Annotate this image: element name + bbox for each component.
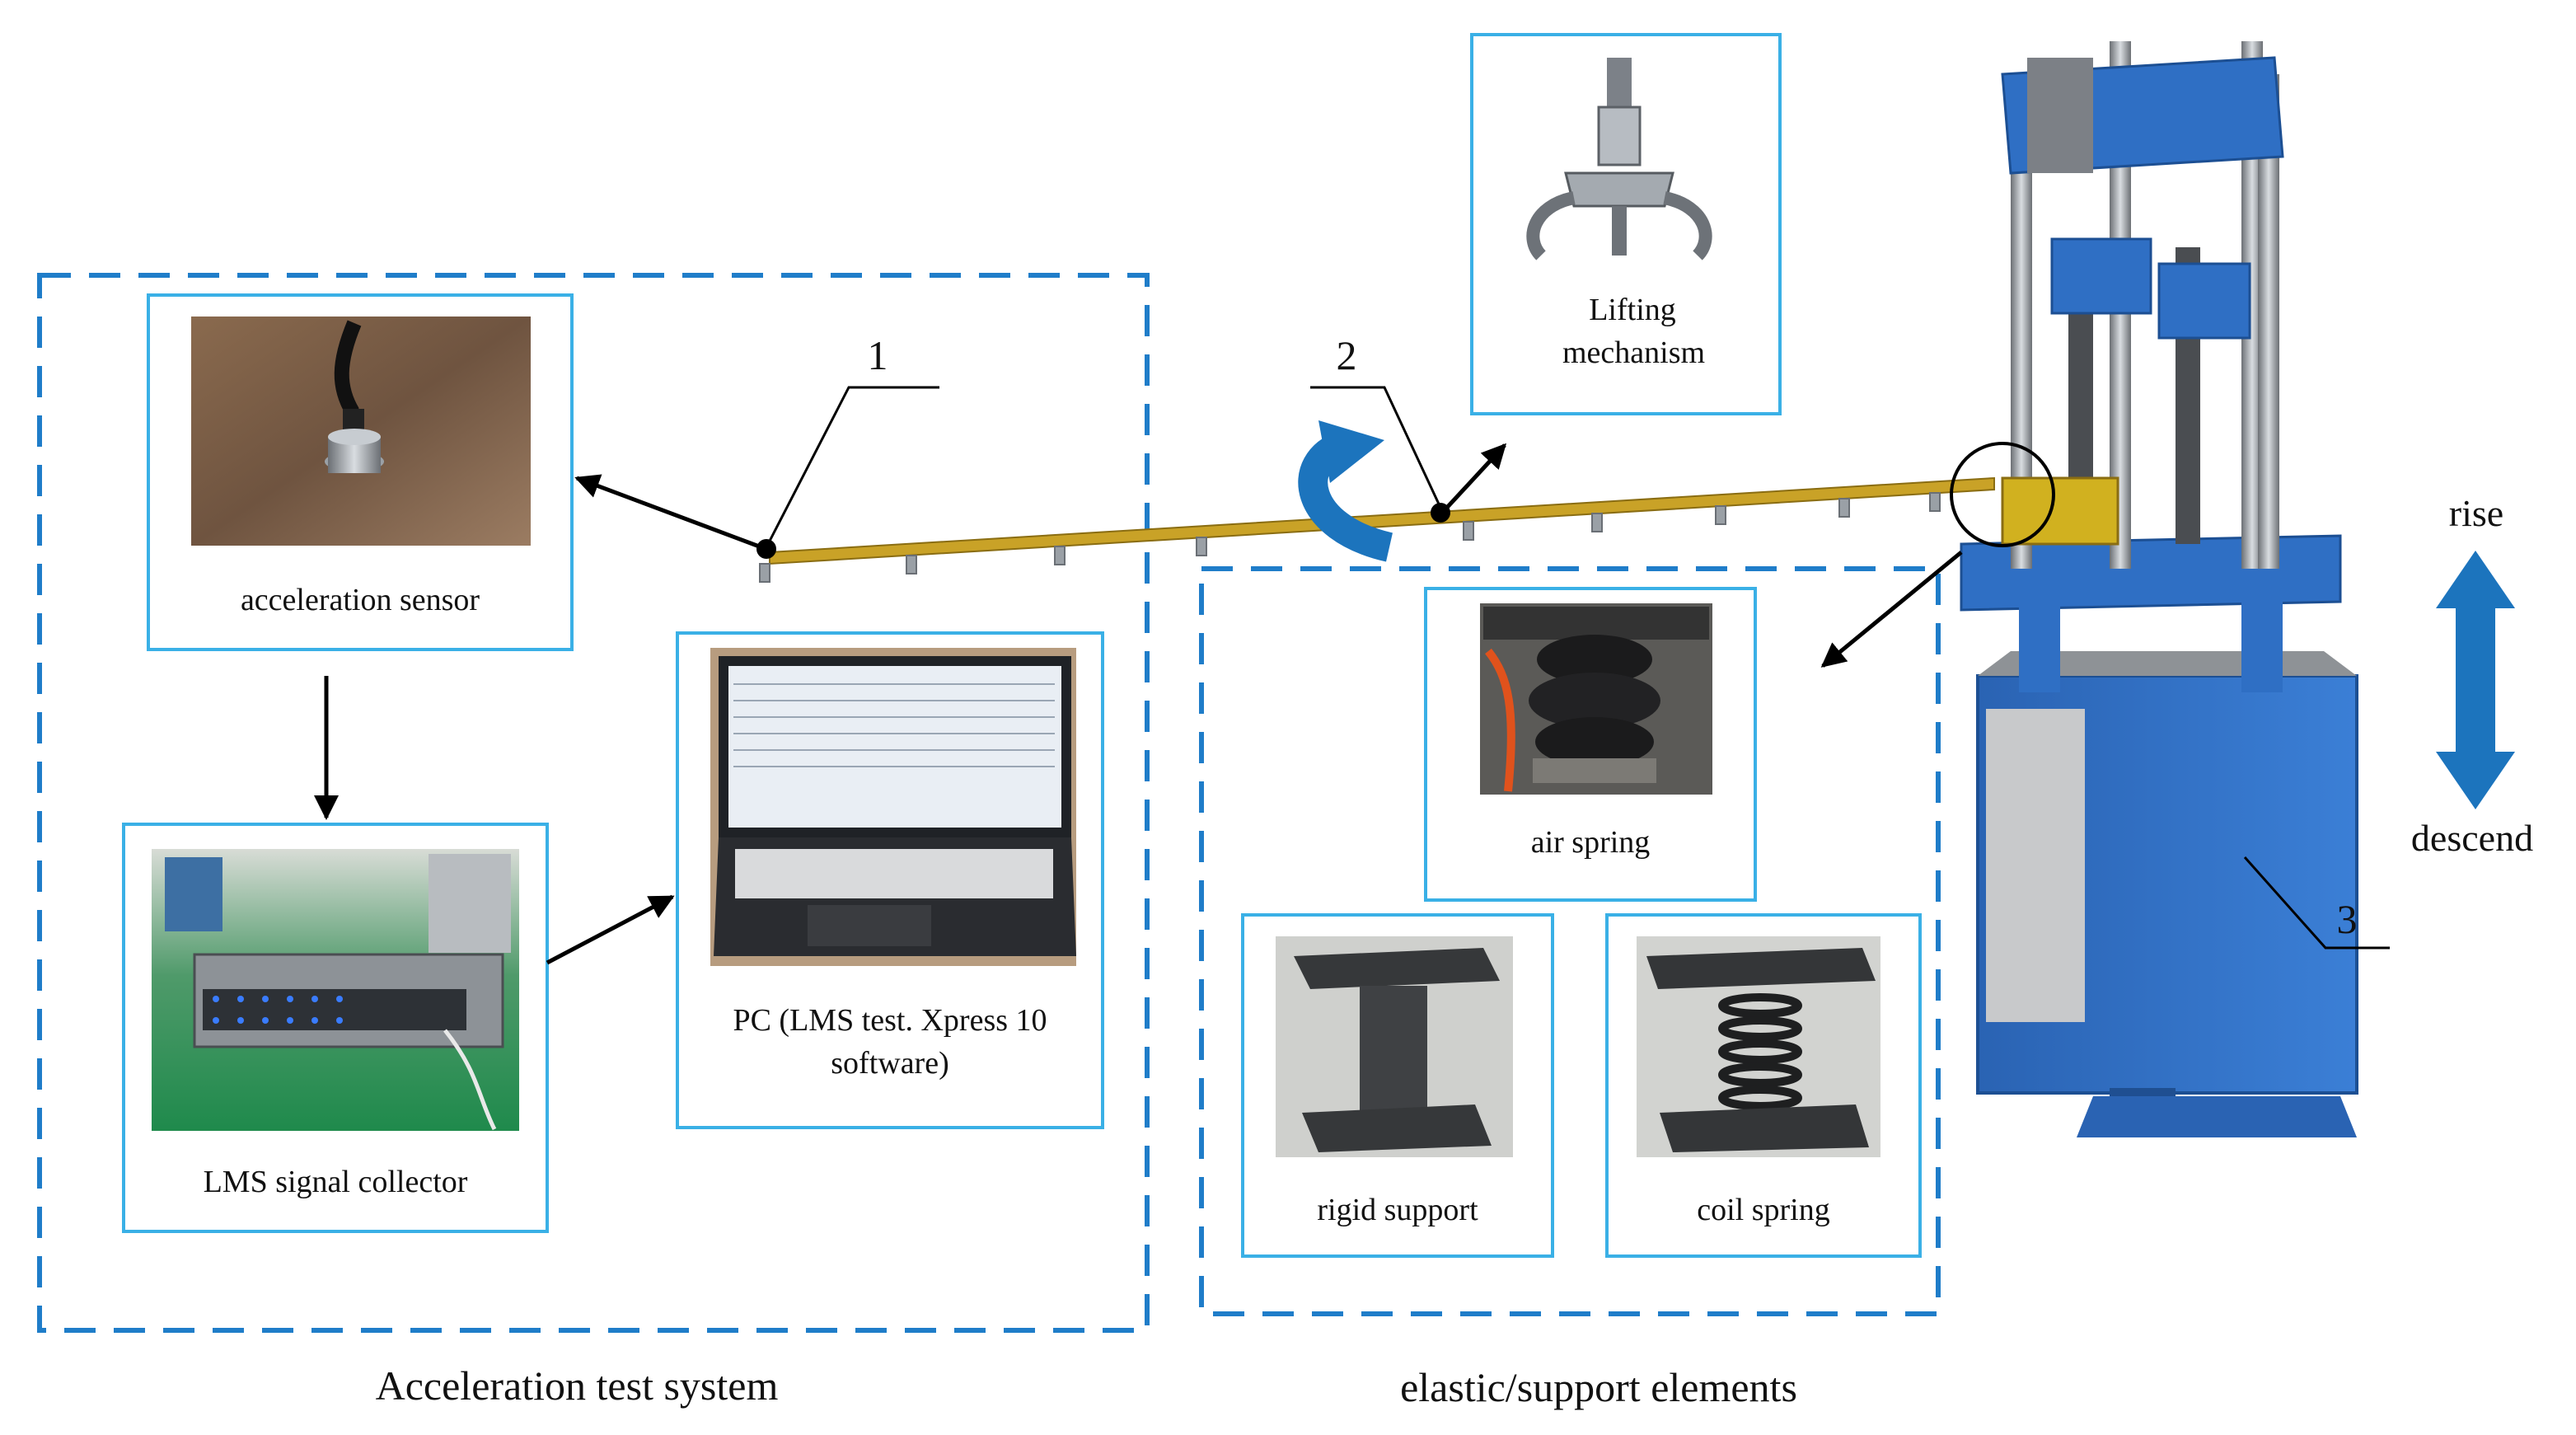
measuring-point-2 (1431, 503, 1450, 523)
rigid-support-box (1241, 913, 1554, 1258)
pc-box (676, 631, 1104, 1129)
number-leader-lines (765, 386, 2390, 950)
leader-1 (765, 386, 939, 548)
number-label-3: 3 (2336, 896, 2358, 942)
rigid-support-label: rigid support (1317, 1193, 1478, 1227)
lms-signal-collector-box (122, 823, 549, 1233)
rise-descend-arrow-icon (2436, 551, 2515, 809)
descend-label: descend (2410, 817, 2534, 859)
leader-3 (2243, 856, 2390, 950)
elastic-support-elements-caption: elastic/support elements (1400, 1364, 1797, 1410)
coil-spring-label: coil spring (1697, 1193, 1830, 1227)
arrow-support-to-elastic-elements (1820, 551, 1963, 668)
arrow-collector-to-pc (546, 894, 675, 965)
elastic-support-elements-frame (1199, 566, 1941, 1316)
pc-label: PC (LMS test. Xpress 10 software) (733, 1003, 1047, 1081)
support-location-circle (1950, 442, 2055, 547)
arrow-sensor-point-to-acceleration-sensor (574, 474, 762, 550)
gripper-illustration (1526, 58, 1712, 260)
acceleration-test-system-frame (37, 273, 1150, 1333)
acceleration-sensor-label: acceleration sensor (240, 583, 480, 617)
acceleration-sensor-box (147, 293, 574, 651)
coil-spring-box (1605, 913, 1922, 1258)
number-label-1: 1 (867, 332, 888, 378)
air-spring-label: air spring (1530, 825, 1651, 860)
connector-arrows (314, 443, 1963, 965)
test-machine (1960, 41, 2358, 1137)
rise-label: rise (2448, 492, 2504, 534)
acceleration-test-system-caption: Acceleration test system (375, 1362, 779, 1409)
measuring-point-1 (756, 539, 776, 559)
lifting-mechanism-label: Lifting mechanism (1562, 293, 1706, 370)
test-beam (759, 476, 1995, 583)
number-label-2: 2 (1336, 332, 1357, 378)
arrow-point-2-to-lifting (1442, 443, 1507, 513)
air-spring-box (1424, 587, 1757, 902)
lifting-mechanism-box (1470, 33, 1782, 415)
rotation-arrow-icon (1298, 420, 1393, 562)
leader-2 (1310, 386, 1444, 512)
lms-signal-collector-label: LMS signal collector (203, 1165, 468, 1199)
